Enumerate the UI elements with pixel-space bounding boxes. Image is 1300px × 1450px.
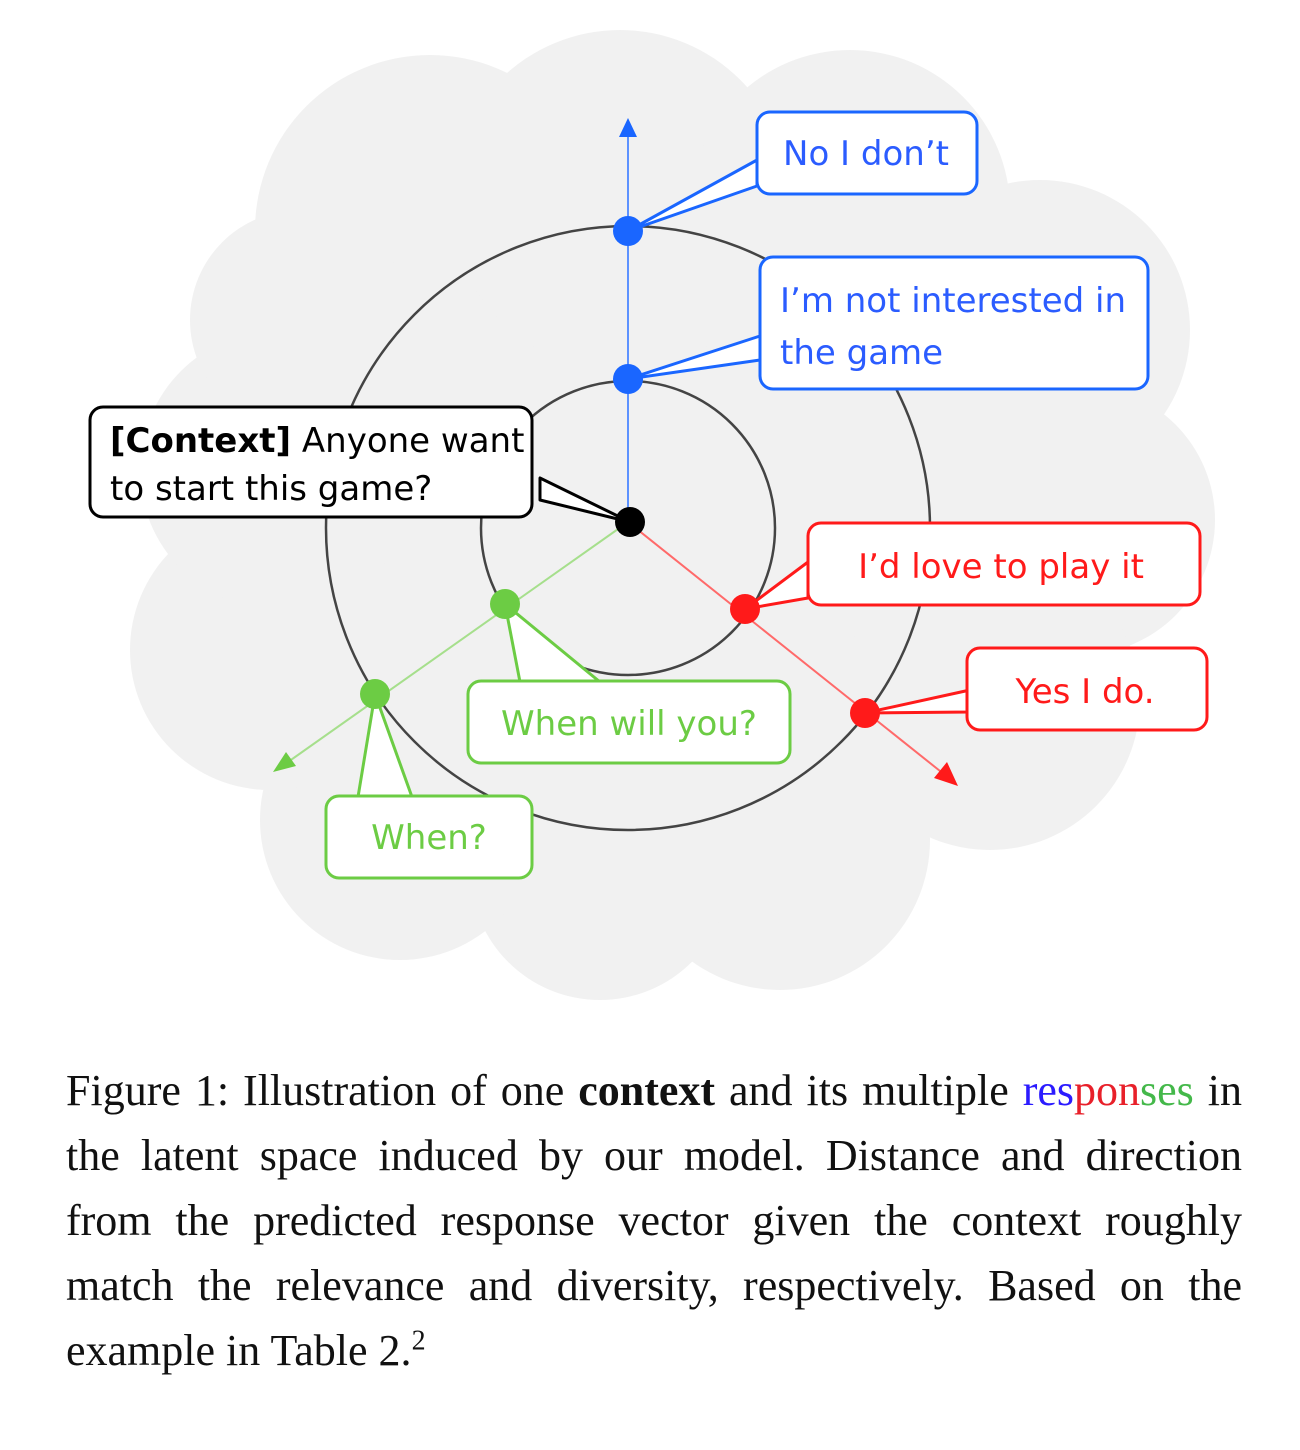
caption-responses-part3: ses [1140,1066,1194,1115]
bubble-when-text: When? [371,818,487,858]
bubble-yes-i-do: Yes I do. [965,646,1209,732]
caption-responses-part1: res [1022,1066,1075,1115]
point-context [615,507,645,537]
point-blue-far [613,216,643,246]
bubble-when-will-you: When will you? [466,679,792,765]
bubble-not-interested: I’m not interested in the game [758,255,1150,391]
latent-space-diagram: No I don’t I’m not interested in the gam… [88,30,1215,1000]
point-green-near [490,589,520,619]
caption-after-bold: and its multiple [715,1066,1023,1115]
figure-caption: Figure 1: Illustration of one context an… [66,1058,1242,1383]
bubble-when-will-you-text: When will you? [501,704,757,744]
green-axis [287,521,629,763]
callout-tails [356,158,972,799]
bubble-no-i-dont: No I don’t [755,110,979,196]
point-blue-near [613,364,643,394]
caption-responses-part2: pon [1074,1066,1141,1115]
bubble-no-i-dont-text: No I don’t [783,134,949,174]
context-tag: [Context] [110,421,291,461]
red-arrowhead [934,762,958,786]
blue-arrowhead [619,118,637,137]
point-red-near [730,594,760,624]
caption-bold-context: context [578,1066,716,1115]
point-green-far [360,679,390,709]
red-axis [627,521,946,776]
bubble-yes-i-do-text: Yes I do. [1014,672,1154,712]
caption-footnote-marker: 2 [411,1325,426,1357]
point-red-far [850,698,880,728]
bubble-when: When? [324,794,534,880]
bubble-not-interested-line2: the game [780,333,943,373]
bubble-not-interested-line1: I’m not interested in [780,281,1126,321]
bubble-context-line1: [Context] Anyone want [110,421,524,461]
bubble-love-to-play-text: I’d love to play it [858,547,1144,587]
caption-rest: in the latent space induced by our model… [66,1066,1242,1375]
bubble-context: [Context] Anyone want to start this game… [88,405,534,519]
caption-prefix: Figure 1: Illustration of one [66,1066,579,1115]
context-line1-rest: Anyone want [291,421,524,461]
bubble-love-to-play: I’d love to play it [806,521,1202,607]
green-arrowhead [273,752,296,772]
bubble-context-line2: to start this game? [110,469,432,509]
